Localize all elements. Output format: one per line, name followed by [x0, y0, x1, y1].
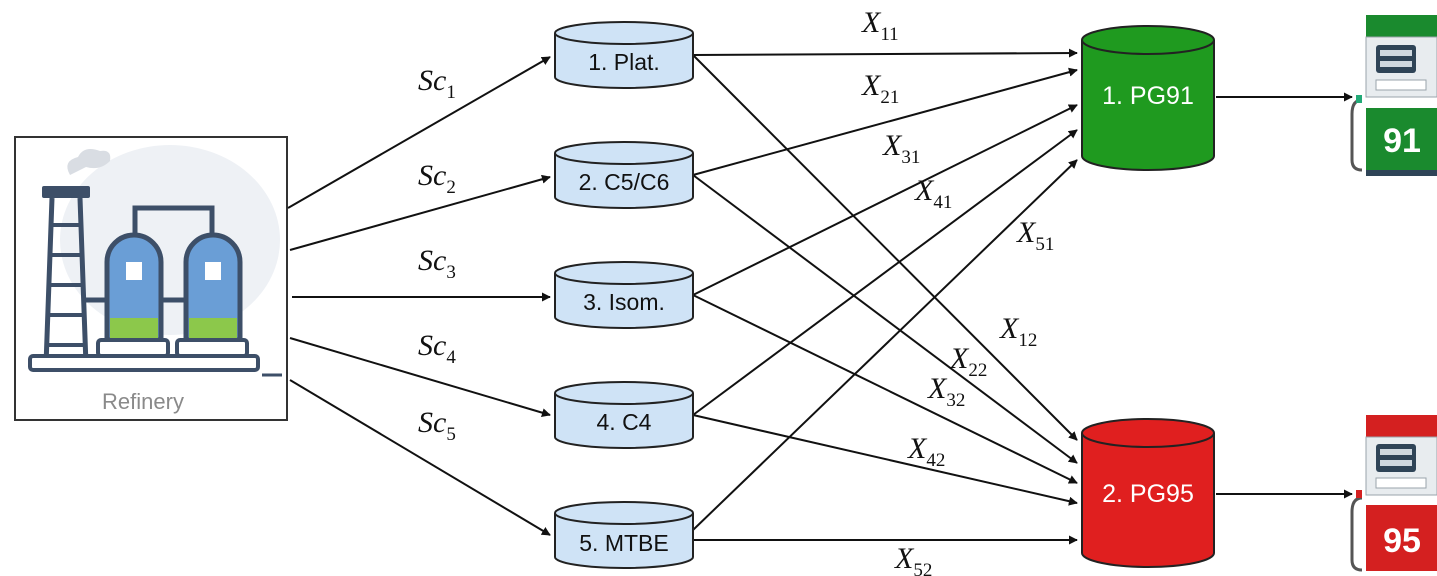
edge-x42 [692, 414, 1078, 506]
source-label-sc4: Sc4 [418, 329, 456, 368]
edge-x32 [692, 294, 1078, 484]
flow-label-x32: X32 [927, 372, 965, 411]
refinery-node: Refinery [14, 136, 288, 421]
flow-label-x22: X22 [949, 342, 987, 381]
flow-label-x31: X31 [882, 129, 920, 168]
refinery-label: Refinery [102, 389, 184, 414]
edge-sc2 [289, 174, 551, 251]
edge-x41 [692, 129, 1078, 416]
product-tank-pg91: 1. PG91 [1081, 25, 1215, 171]
flow-label-x42: X42 [907, 432, 945, 471]
flow-label-x52: X52 [894, 542, 932, 576]
refinery-icon [28, 145, 282, 377]
flow-label-x11: X11 [861, 6, 899, 45]
source-labels: Sc1 Sc2 Sc3 Sc4 Sc5 [418, 64, 456, 445]
fuel-pump-icon: 91 [1350, 15, 1437, 176]
pump-number: 91 [1383, 122, 1421, 160]
product-label: 2. PG95 [1102, 480, 1194, 508]
source-label-sc1: Sc1 [418, 64, 456, 103]
flow-labels: X11 X21 X31 X41 X51 X12 X22 X32 X42 X52 [861, 6, 1054, 576]
edge-x22 [692, 174, 1078, 464]
edge-x12 [692, 54, 1078, 441]
flow-label-x51: X51 [1016, 216, 1054, 255]
component-cylinder: 1. Plat. [554, 21, 694, 89]
fuel-pump-95: 95 [1350, 415, 1437, 572]
component-cylinder: 3. Isom. [554, 261, 694, 329]
source-label-sc3: Sc3 [418, 244, 456, 283]
pump-number: 95 [1383, 522, 1421, 560]
component-cylinder: 2. C5/C6 [554, 141, 694, 209]
component-label: 2. C5/C6 [579, 169, 670, 195]
component-label: 4. C4 [597, 409, 652, 435]
edge-x31 [692, 104, 1078, 296]
blend-edges [692, 48, 1078, 545]
component-nodes: 1. Plat. 2. C5/C6 3. Isom. 4. C4 5. MTBE [554, 21, 694, 569]
edge-sc4 [289, 337, 551, 418]
component-cylinder: 5. MTBE [554, 501, 694, 569]
fuel-pump-icon: 95 [1350, 415, 1437, 572]
edge-x51 [692, 159, 1078, 531]
edge-sc5 [289, 379, 551, 536]
flow-label-x21: X21 [861, 69, 899, 108]
source-label-sc5: Sc5 [418, 406, 456, 445]
product-nodes: 1. PG91 2. PG95 [1081, 25, 1215, 568]
edge-sc1 [287, 56, 551, 209]
component-label: 3. Isom. [583, 289, 665, 315]
edge-x11 [692, 48, 1078, 58]
source-label-sc2: Sc2 [418, 159, 456, 198]
flow-label-x12: X12 [999, 312, 1037, 351]
edge-x21 [692, 67, 1078, 176]
product-tank-pg95: 2. PG95 [1081, 418, 1215, 568]
supply-edges [287, 56, 551, 536]
fuel-pump-91: 91 [1350, 15, 1437, 176]
component-label: 5. MTBE [579, 530, 668, 556]
product-label: 1. PG91 [1102, 82, 1194, 110]
component-cylinder: 4. C4 [554, 381, 694, 449]
flow-label-x41: X41 [914, 174, 952, 213]
component-label: 1. Plat. [588, 49, 660, 75]
dispense-edges [1216, 92, 1353, 499]
